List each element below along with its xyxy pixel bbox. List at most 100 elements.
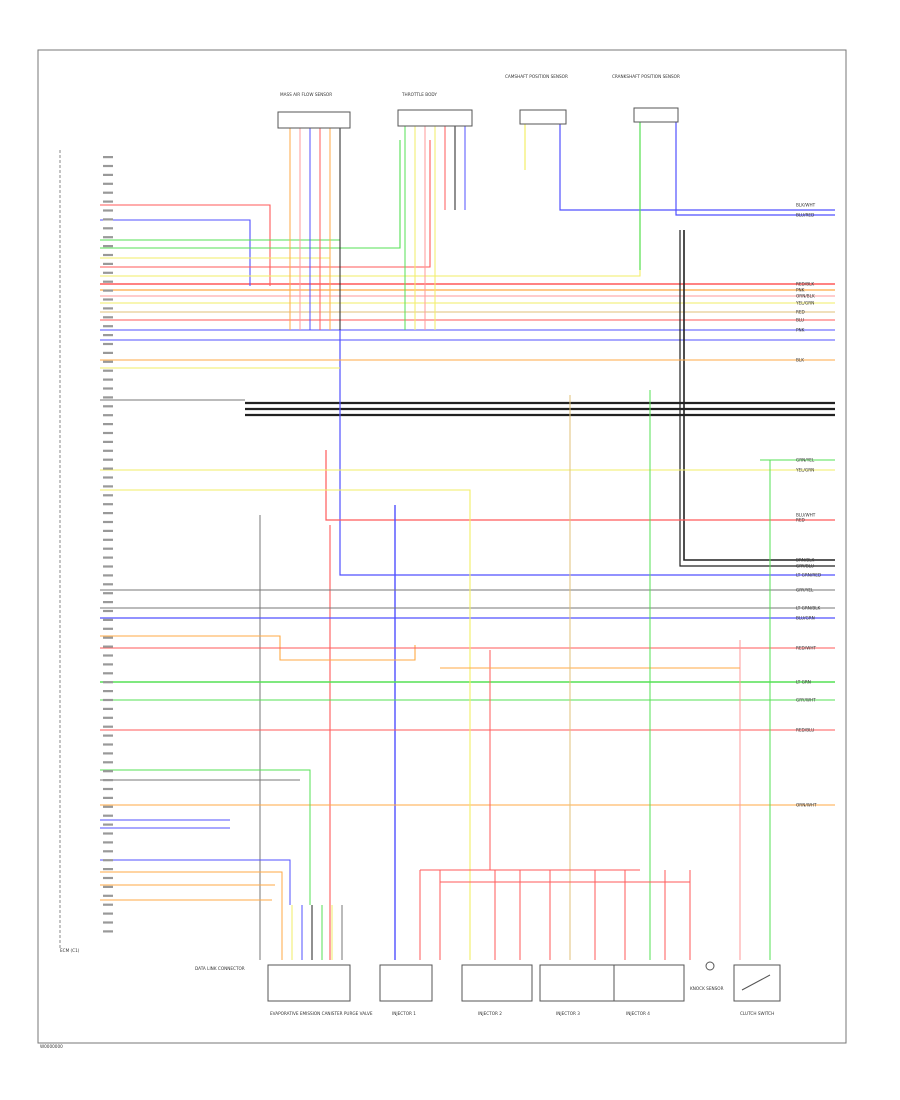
pin-marker xyxy=(103,574,113,577)
trunk-black-1 xyxy=(683,230,835,561)
dlc-label: DATA LINK CONNECTOR xyxy=(195,966,245,971)
pin-marker xyxy=(103,592,113,595)
pin-marker xyxy=(103,681,113,684)
component-label: INJECTOR 2 xyxy=(478,1011,502,1016)
pin-marker xyxy=(103,458,113,461)
pin-marker xyxy=(103,262,113,265)
pin-marker xyxy=(103,307,113,310)
right-wire-label: BLU xyxy=(796,318,804,323)
pin-marker xyxy=(103,823,113,826)
pin-marker xyxy=(103,494,113,497)
pin-marker xyxy=(103,672,113,675)
pin-marker xyxy=(103,547,113,550)
component-label: CLUTCH SWITCH xyxy=(740,1011,774,1016)
red-run-3 xyxy=(325,450,835,521)
pin-marker xyxy=(103,164,113,168)
page-label: W0000000 xyxy=(40,1044,63,1049)
orange-run-2 xyxy=(100,635,416,661)
pin-marker xyxy=(103,414,113,417)
right-wire-label: YEL/GRN xyxy=(795,301,814,306)
pin-marker xyxy=(103,325,113,328)
component-label: INJECTOR 1 xyxy=(392,1011,416,1016)
red-run-1 xyxy=(100,204,271,286)
pin-marker xyxy=(103,859,113,862)
pin-marker xyxy=(103,440,113,443)
diagram-frame xyxy=(37,49,847,1044)
right-wire-label: LT GRN/BLK xyxy=(796,606,821,611)
pin-marker xyxy=(103,512,113,515)
pin-label-column xyxy=(103,156,113,933)
red-run-2 xyxy=(100,140,431,268)
pin-marker xyxy=(103,396,113,399)
lb-wire-6 xyxy=(100,871,283,905)
pin-marker xyxy=(103,520,113,524)
pin-marker xyxy=(103,405,113,408)
left-connector-label: ECM (C1) xyxy=(60,948,80,953)
pin-marker xyxy=(103,752,113,755)
pin-marker xyxy=(103,779,113,782)
component-ckp-sensor: CRANKSHAFT POSITION SENSOR xyxy=(612,74,680,123)
pin-marker xyxy=(103,636,113,639)
component-injector-1: INJECTOR 1 xyxy=(379,964,433,1016)
component-label: CAMSHAFT POSITION SENSOR xyxy=(505,74,568,79)
component-injector-3: INJECTOR 3 xyxy=(539,964,615,1016)
pin-marker xyxy=(103,342,113,346)
pin-marker xyxy=(103,467,113,470)
pin-marker xyxy=(103,770,113,773)
component-label: THROTTLE BODY xyxy=(401,92,437,97)
lb-wire-1 xyxy=(100,769,311,905)
pin-marker xyxy=(103,334,113,337)
right-wire-labels: BLK/WHTBLU/REDRED/BLKPNKORN/BLKYEL/GRNRE… xyxy=(795,203,821,808)
right-wire-label: GRY/WHT xyxy=(796,698,816,703)
pin-marker xyxy=(103,698,113,702)
component-knock-sensor: KNOCK SENSOR xyxy=(690,961,724,991)
pin-marker xyxy=(103,868,113,871)
pin-marker xyxy=(103,360,113,363)
component-injector-2: INJECTOR 2 xyxy=(461,964,533,1016)
pin-marker xyxy=(103,645,113,648)
yellow-run-3 xyxy=(100,140,641,277)
pin-marker xyxy=(103,690,113,693)
pin-marker xyxy=(103,200,113,203)
right-wire-label: LT GRN/RED xyxy=(796,573,821,578)
right-wire-label: ORN/BLK xyxy=(796,294,815,299)
right-wire-label: PNK xyxy=(796,328,805,333)
component-label: MASS AIR FLOW SENSOR xyxy=(280,92,332,97)
pin-marker xyxy=(103,654,113,657)
right-wire-label: BLK xyxy=(796,358,804,363)
pin-marker xyxy=(103,903,113,906)
right-wire-label: RED/WHT xyxy=(796,646,816,651)
pin-marker xyxy=(103,271,113,274)
pin-marker xyxy=(103,814,113,817)
pin-marker xyxy=(103,449,113,452)
pin-marker xyxy=(103,618,113,621)
cmp-wire-2 xyxy=(559,124,835,211)
pin-marker xyxy=(103,423,113,426)
right-wire-label: RED/BLK xyxy=(796,282,814,287)
right-wire-label: YEL/GRN xyxy=(795,468,814,473)
component-label: CRANKSHAFT POSITION SENSOR xyxy=(612,74,680,79)
right-wire-label: BLU/WHT xyxy=(796,513,816,518)
component-injector-4: INJECTOR 4 xyxy=(613,964,685,1016)
pin-marker xyxy=(103,912,113,915)
right-wire-label: RED xyxy=(796,310,805,315)
pin-marker xyxy=(103,787,113,791)
pin-marker xyxy=(103,485,113,488)
pin-marker xyxy=(103,476,113,479)
component-label: INJECTOR 3 xyxy=(556,1011,580,1016)
pin-marker xyxy=(103,796,113,799)
pin-marker xyxy=(103,156,113,159)
pin-marker xyxy=(103,245,113,248)
ckp-wire-2 xyxy=(675,122,835,216)
pin-marker xyxy=(103,538,113,541)
right-wire-label: LT GRN xyxy=(796,680,811,685)
right-wire-label: BLK/WHT xyxy=(796,203,816,208)
component-maf-sensor: MASS AIR FLOW SENSOR xyxy=(277,92,351,129)
pin-marker xyxy=(103,173,113,176)
component-cmp-sensor: CAMSHAFT POSITION SENSOR xyxy=(505,74,568,125)
component-evap-purge-valve: EVAPORATIVE EMISSION CANISTER PURGE VALV… xyxy=(267,964,373,1016)
pin-marker xyxy=(103,369,113,372)
lb-wire-5 xyxy=(100,859,291,905)
pin-marker xyxy=(103,841,113,844)
